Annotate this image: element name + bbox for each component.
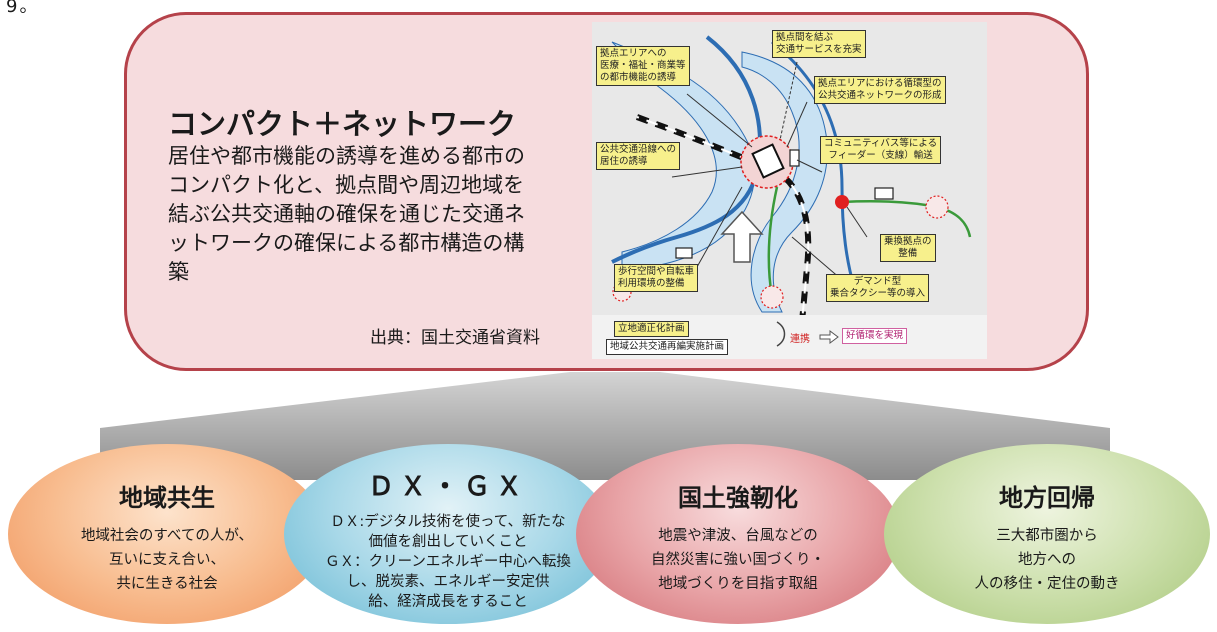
pillar-national-resilience: 国土強靭化 地震や津波、台風などの 自然災害に強い国づくり・ 地域づくりを目指す… (576, 444, 900, 624)
satellite-hub (925, 195, 949, 219)
label-good-cycle: 好循環を実現 (842, 328, 908, 344)
bus-icon (675, 247, 693, 259)
transfer-hub-marker (835, 195, 849, 209)
satellite-hub (760, 285, 784, 309)
pillar-title: 国土強靭化 (678, 484, 798, 512)
station-building (751, 143, 785, 179)
pillar-description: 地震や津波、台風などの 自然災害に強い国づくり・ 地域づくりを目指す取組 (651, 528, 825, 592)
label-inter-hub-service: 拠点間を結ぶ 交通サービスを充実 (772, 30, 866, 58)
pillar-description: 三大都市圏から 地方への 人の移住・定住の動き (974, 528, 1120, 592)
label-location-plan: 立地適正化計画 (614, 321, 689, 337)
label-transfer-hub: 乗換拠点の 整備 (880, 234, 936, 262)
pillar-title: 地方回帰 (999, 484, 1095, 512)
compact-network-title: コンパクト＋ネットワーク (168, 107, 517, 141)
bus-icon (874, 187, 894, 200)
description-line: コンパクト化と、拠点間や周辺地域を (168, 173, 525, 197)
river-line (611, 35, 762, 264)
bus-icon (789, 149, 800, 167)
arrow-icon (720, 210, 764, 263)
pillar-return-to-regions: 地方回帰 三大都市圏から 地方への 人の移住・定住の動き (884, 444, 1210, 624)
label-hub-area-functions: 拠点エリアへの 医療・福祉・商業等 の都市機能の誘導 (596, 46, 690, 86)
river-line (771, 40, 856, 288)
pillar-description: 地域社会のすべての人が、 互いに支え合い、 共に生きる社会 (80, 528, 254, 592)
description-line: 居住や都市機能の誘導を進める都市の (168, 144, 525, 168)
pillar-dx-gx: ＤＸ・ＧＸ ＤＸ:デジタル技術を使って、新たな 価値を創出していくこと ＧＸ：ク… (284, 444, 612, 624)
label-regional-transit-plan: 地域公共交通再編実施計画 (606, 339, 729, 355)
label-community-bus: コミュニティバス等による フィーダー（支線）輸送 (820, 136, 942, 164)
label-residence-along-transit: 公共交通沿線への 居住の誘導 (596, 142, 681, 170)
connector-fan (100, 372, 1110, 480)
label-circular-transit: 拠点エリアにおける循環型の 公共交通ネットワークの形成 (814, 76, 946, 104)
page-number: 9。 (6, 0, 40, 17)
pillar-title: 地域共生 (119, 484, 215, 512)
pillar-description: ＤＸ:デジタル技術を使って、新たな 価値を創出していくこと ＧＸ：クリーンエネル… (325, 514, 571, 610)
description-line: 結ぶ公共交通軸の確保を通じた交通ネ (168, 202, 525, 226)
description-line: ットワークの確保による都市構造の構 (168, 231, 525, 255)
compact-network-description: 居住や都市機能の誘導を進める都市の コンパクト化と、拠点間や周辺地域を 結ぶ公共… (168, 142, 588, 287)
pillar-title: ＤＸ・ＧＸ (367, 472, 528, 502)
label-cooperation: 連携 (790, 334, 810, 345)
arrow-icon (819, 330, 839, 344)
label-demand-taxi: デマンド型 乗合タクシー等の導入 (826, 274, 930, 302)
description-line: 築 (168, 260, 189, 284)
cooperation-arrow-icon (776, 321, 786, 347)
label-walking-cycling: 歩行空間や自転車 利用環境の整備 (614, 264, 699, 292)
pillar-regional-coexistence: 地域共生 地域社会のすべての人が、 互いに支え合い、 共に生きる社会 (8, 444, 326, 624)
source-credit: 出典：国土交通省資料 (370, 328, 540, 348)
compact-network-diagram: 拠点間を結ぶ 交通サービスを充実 拠点エリアへの 医療・福祉・商業等 の都市機能… (592, 22, 987, 359)
